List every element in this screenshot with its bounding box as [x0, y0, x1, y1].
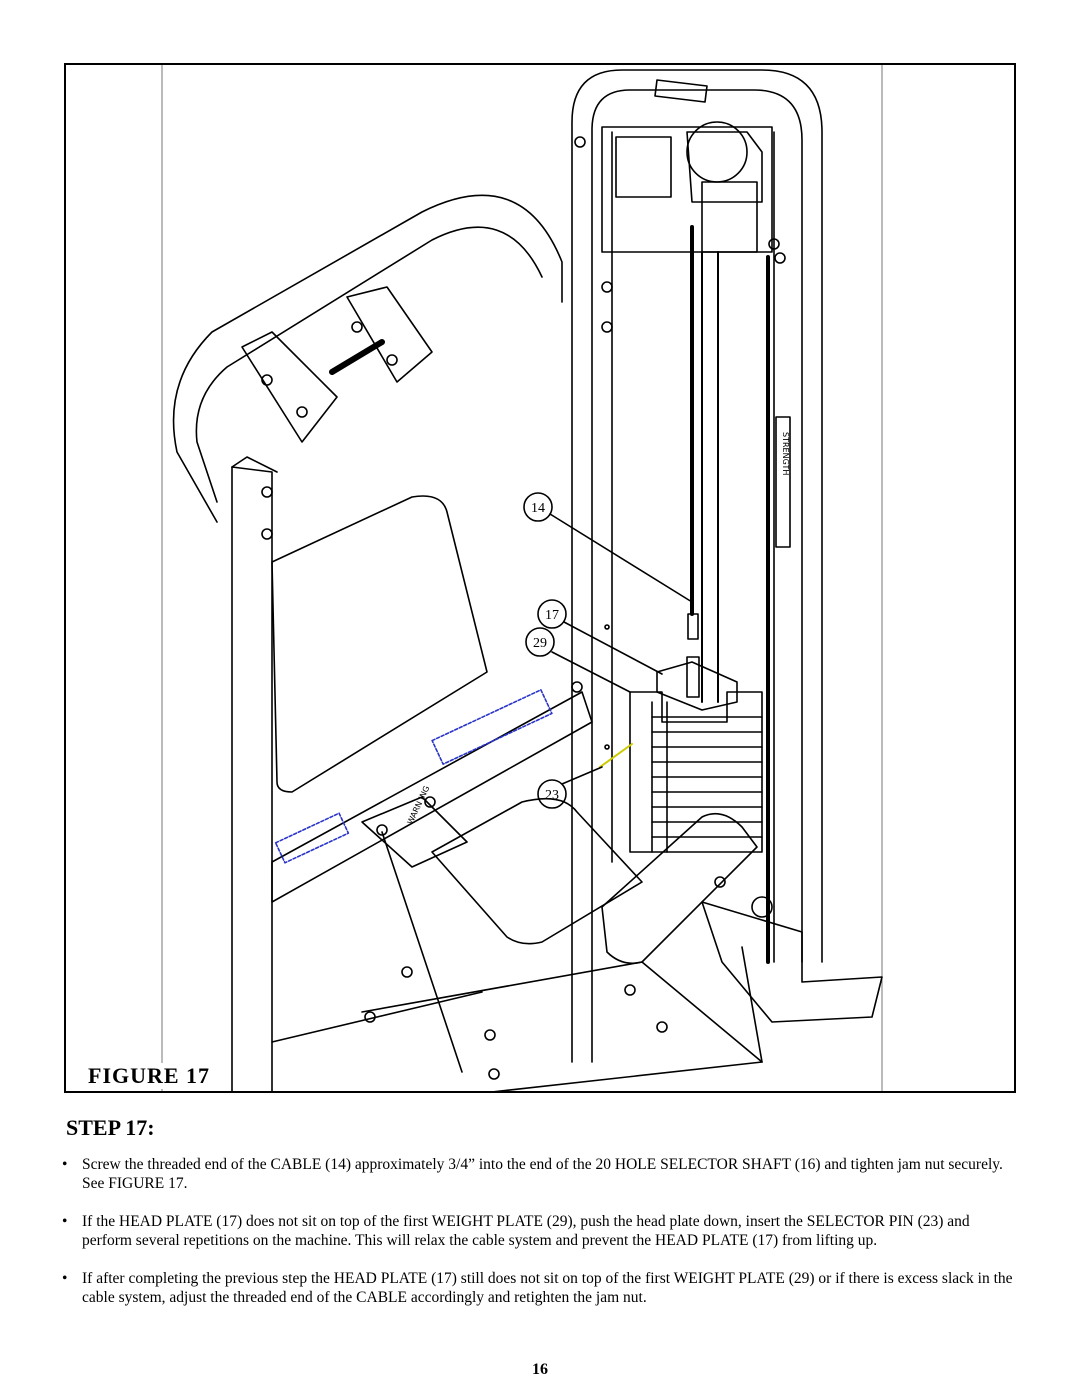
instruction-text: Screw the threaded end of the CABLE (14)… [82, 1156, 1003, 1192]
callout-23: 23 [537, 766, 603, 809]
instruction-text: If after completing the previous step th… [82, 1270, 1013, 1306]
instruction-list: • Screw the threaded end of the CABLE (1… [62, 1155, 1022, 1326]
page-number: 16 [532, 1361, 548, 1378]
instruction-item: • If after completing the previous step … [62, 1269, 1022, 1307]
bullet-marker: • [62, 1213, 68, 1230]
svg-text:17: 17 [545, 608, 559, 623]
machine-illustration: STRENGTH [161, 65, 883, 1091]
instruction-item: • Screw the threaded end of the CABLE (1… [62, 1155, 1022, 1193]
callout-17: 17 [537, 599, 663, 675]
callout-29: 29 [525, 627, 631, 693]
instruction-item: • If the HEAD PLATE (17) does not sit on… [62, 1212, 1022, 1250]
bullet-marker: • [62, 1270, 68, 1287]
bullet-marker: • [62, 1156, 68, 1173]
svg-text:29: 29 [533, 636, 547, 651]
callouts: 14 17 29 23 [523, 492, 693, 809]
instruction-text: If the HEAD PLATE (17) does not sit on t… [82, 1213, 970, 1249]
brand-decal-text: STRENGTH [781, 432, 790, 475]
step-title: STEP 17: [66, 1115, 155, 1140]
svg-text:14: 14 [531, 501, 545, 516]
figure-17-box: STRENGTH [64, 63, 1016, 1093]
weight-tower: STRENGTH [571, 69, 823, 1063]
weight-stack [599, 613, 763, 853]
figure-caption: FIGURE 17 [82, 1063, 217, 1089]
seat-frame: WARN ING [172, 194, 883, 1091]
svg-text:23: 23 [545, 788, 559, 803]
callout-14: 14 [523, 492, 693, 603]
